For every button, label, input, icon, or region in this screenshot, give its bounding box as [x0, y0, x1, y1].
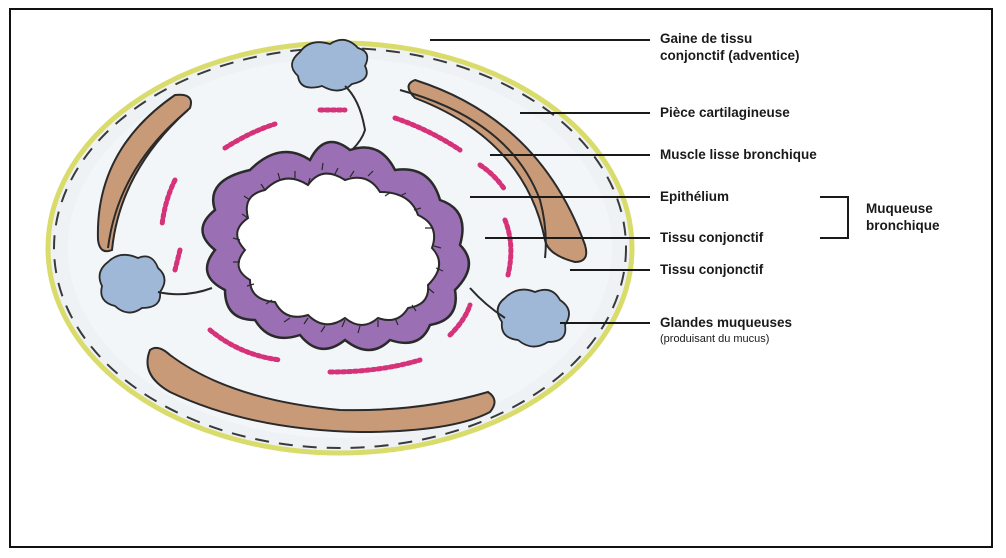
- label-tissu-conjonctif-externe: Tissu conjonctif: [660, 261, 763, 278]
- label-muqueuse-bronchique: Muqueuse bronchique: [866, 200, 940, 234]
- label-piece-cartilagineuse: Pièce cartilagineuse: [660, 104, 790, 121]
- label-tissu-conjonctif-muqueuse: Tissu conjonctif: [660, 229, 763, 246]
- label-muscle-lisse: Muscle lisse bronchique: [660, 146, 817, 163]
- label-epithelium: Epithélium: [660, 188, 729, 205]
- label-glandes-muqueuses: Glandes muqueuses (produisant du mucus): [660, 314, 792, 348]
- bracket-muqueuse: [820, 197, 848, 238]
- label-gaine: Gaine de tissu conjonctif (adventice): [660, 30, 800, 64]
